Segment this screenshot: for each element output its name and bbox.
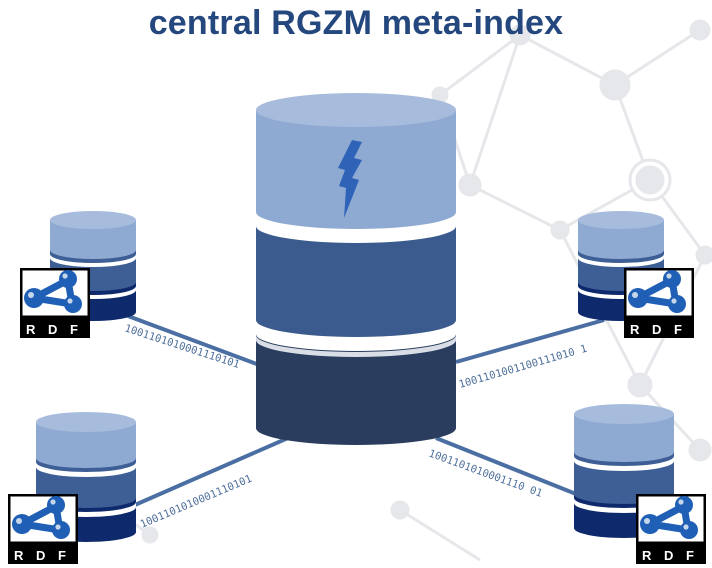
central-database	[256, 93, 456, 445]
connection-lines	[127, 314, 605, 510]
rdf-logo-top-left: R D F	[20, 268, 90, 338]
rdf-letter-f: F	[70, 322, 78, 337]
rdf-letter-d: D	[48, 322, 57, 337]
rdf-letter-d: D	[36, 548, 45, 563]
link-line-top-left	[127, 314, 263, 368]
rdf-letter-r: R	[14, 548, 24, 563]
link-bits-top-left: 1001101010001110101	[123, 322, 241, 371]
rdf-letter-d: D	[664, 548, 673, 563]
rdf-database-bottom-right	[574, 404, 674, 538]
rdf-logo-top-right: R D F	[624, 268, 694, 338]
link-bits-top-right: 1001101001100111010 1	[458, 343, 589, 391]
link-line-bottom-right	[435, 436, 587, 500]
link-bits-bottom-left: 1001101010001110101	[138, 473, 253, 531]
rdf-letter-r: R	[642, 548, 652, 563]
lightning-icon	[338, 140, 362, 218]
link-line-top-right	[455, 318, 605, 364]
rdf-letter-f: F	[674, 322, 682, 337]
rdf-letter-r: R	[26, 322, 36, 337]
rdf-logo-bottom-left: R D F	[8, 494, 78, 564]
link-line-bottom-left	[127, 436, 289, 510]
rdf-logo-bottom-right: R D F	[636, 494, 706, 564]
rdf-letter-f: F	[58, 548, 66, 563]
diagram-title: central RGZM meta-index	[148, 4, 564, 42]
rdf-letter-d: D	[652, 322, 661, 337]
rdf-letter-r: R	[630, 322, 640, 337]
rdf-letter-f: F	[686, 548, 694, 563]
